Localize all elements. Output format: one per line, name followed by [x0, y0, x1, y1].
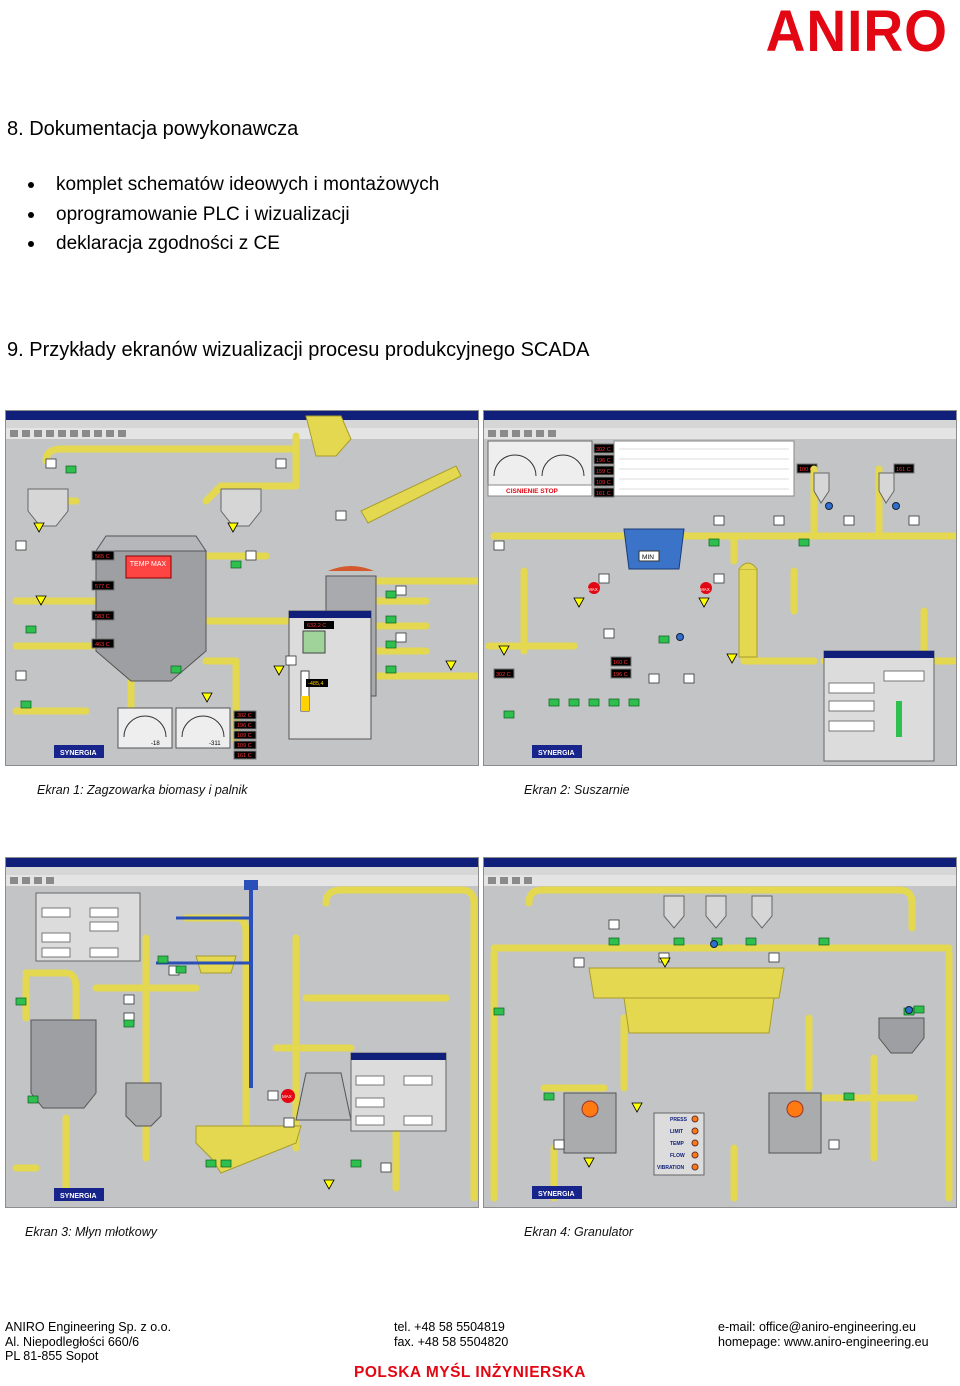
list-item: oprogramowanie PLC i wizualizacji [28, 200, 439, 230]
synergia-brand: SYNERGIA [538, 750, 575, 757]
synergia-brand: SYNERGIA [538, 1191, 575, 1198]
scada-screen-2: CISNIENIE STOP 302 C 196 C 159 C 109 C 1… [483, 410, 957, 766]
reading: 583 C [95, 614, 110, 620]
reading: 577 C [95, 584, 110, 590]
fax: fax. +48 58 5504820 [394, 1334, 509, 1349]
list-item: deklaracja zgodności z CE [28, 229, 439, 259]
footer-phone-block: tel. +48 58 5504819 fax. +48 58 5504820 [394, 1320, 508, 1349]
reading: 161 C [896, 467, 911, 473]
reading: 161 C [596, 491, 611, 497]
screen-1-caption: Ekran 1: Zagzowarka biomasy i palnik [37, 783, 248, 797]
max-label: MAX [282, 1094, 292, 1099]
reading: 109 C [596, 480, 611, 486]
reading: 196 C [613, 672, 628, 678]
pressure-stop-label: CISNIENIE STOP [506, 488, 559, 495]
aniro-logo: ANIRO [765, 0, 948, 64]
footer-contact-block: e-mail: office@aniro-engineering.eu home… [718, 1320, 929, 1349]
reading: 196 C [596, 458, 611, 464]
indicator-temp: TEMP [670, 1141, 685, 1147]
indicator-flow: FLOW [670, 1153, 685, 1159]
reading: 463 C [95, 642, 110, 648]
reading: 109 C [237, 743, 252, 749]
setpoint: 632,2 C [307, 623, 326, 629]
company-address: Al. Niepodległości 660/6 [5, 1334, 140, 1349]
reading: 302 C [596, 447, 611, 453]
gauge-value: -18 [151, 741, 160, 747]
reading: 196 C [237, 723, 252, 729]
section-8-heading: 8. Dokumentacja powykonawcza [7, 118, 299, 140]
scada-screen-1: TEMP MAX 565 C 577 C 583 C 463 C 302 C 1… [5, 410, 479, 766]
reading: 160 C [613, 660, 628, 666]
max-label: MAX [588, 587, 598, 592]
screen-3-caption: Ekran 3: Młyn młotkowy [25, 1225, 157, 1239]
reading: 302 C [496, 672, 511, 678]
reading: 565 C [95, 554, 110, 560]
polska-mysl-inzynierska-logo: POLSKA MYŚL INŻYNIERSKA [354, 1364, 586, 1381]
section-9-heading: 9. Przykłady ekranów wizualizacji proces… [7, 339, 590, 361]
value: -485,4 [308, 681, 324, 687]
list-item: komplet schematów ideowych i montażowych [28, 170, 439, 200]
reading: 100 C [799, 467, 814, 473]
min-label: MIN [642, 554, 654, 561]
screen-2-caption: Ekran 2: Suszarnie [524, 783, 630, 797]
synergia-brand: SYNERGIA [60, 750, 97, 757]
indicator-press: PRESS [670, 1117, 688, 1123]
indicator-limit: LIMIT [670, 1129, 683, 1135]
phone: tel. +48 58 5504819 [394, 1320, 505, 1334]
reading: 161 C [237, 753, 252, 759]
reading: 302 C [237, 713, 252, 719]
reading: 109 C [237, 733, 252, 739]
company-city: PL 81-855 Sopot [5, 1349, 99, 1363]
company-name: ANIRO Engineering Sp. z o.o. [5, 1320, 172, 1334]
gauge-value: -311 [209, 741, 221, 747]
synergia-brand: SYNERGIA [60, 1193, 97, 1200]
max-label: MAX [700, 587, 710, 592]
indicator-vibration: VIBRATION [657, 1165, 685, 1171]
documentation-list: komplet schematów ideowych i montażowych… [28, 170, 439, 259]
reading: 159 C [596, 469, 611, 475]
scada-screen-4: PRESS LIMIT TEMP FLOW VIBRATION SYNERGIA [483, 857, 957, 1208]
footer-company-block: ANIRO Engineering Sp. z o.o. Al. Niepodl… [5, 1320, 171, 1364]
homepage-link[interactable]: homepage: www.aniro-engineering.eu [718, 1334, 929, 1349]
temp-max-label: TEMP MAX [130, 561, 167, 568]
screen-4-caption: Ekran 4: Granulator [524, 1225, 634, 1239]
email-link[interactable]: e-mail: office@aniro-engineering.eu [718, 1320, 916, 1334]
scada-screen-3: MAX SYNERGIA [5, 857, 479, 1208]
